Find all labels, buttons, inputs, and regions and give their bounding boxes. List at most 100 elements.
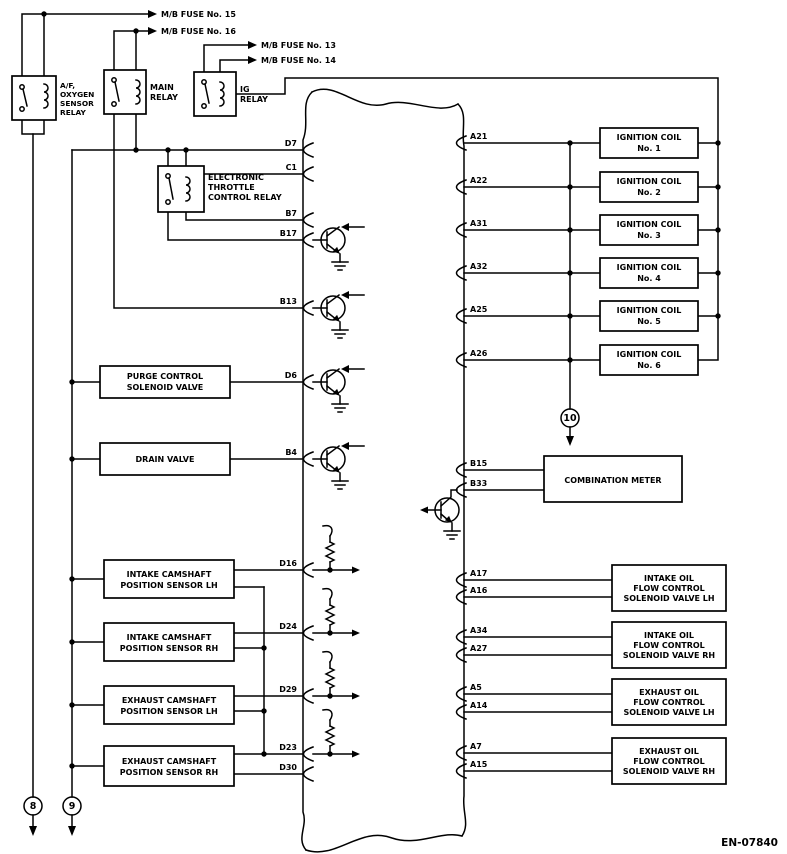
- svg-text:EXHAUST CAMSHAFT: EXHAUST CAMSHAFT: [122, 757, 217, 766]
- connector-ref-8: 8: [23, 796, 43, 836]
- intake-oil-flow-control-solenoid-valve-rh: INTAKE OIL FLOW CONTROL SOLENOID VALVE R…: [611, 621, 727, 669]
- svg-text:IG: IG: [240, 85, 250, 94]
- svg-text:B17: B17: [280, 229, 297, 238]
- pin-a26: A26: [455, 349, 488, 368]
- svg-text:SOLENOID VALVE RH: SOLENOID VALVE RH: [623, 767, 715, 776]
- svg-text:CONTROL RELAY: CONTROL RELAY: [208, 193, 282, 202]
- exhaust-oil-flow-control-solenoid-valve-rh: EXHAUST OIL FLOW CONTROL SOLENOID VALVE …: [611, 737, 727, 785]
- pin-b7: B7: [285, 209, 314, 228]
- pin-d24: D24: [279, 622, 314, 641]
- junction-dots: [41, 11, 721, 769]
- pin-b33: B33: [455, 479, 487, 498]
- svg-text:POSITION SENSOR LH: POSITION SENSOR LH: [120, 707, 217, 716]
- svg-text:SOLENOID VALVE: SOLENOID VALVE: [127, 383, 204, 392]
- svg-text:POSITION SENSOR RH: POSITION SENSOR RH: [120, 644, 218, 653]
- ecm-left-pins: D7 C1 B7 B17 B13 D6 B4 D16 D24 D29 D23 D…: [279, 139, 314, 782]
- pullup-resistor-d16: [312, 524, 360, 574]
- svg-text:SOLENOID VALVE LH: SOLENOID VALVE LH: [623, 708, 714, 717]
- transistor-b33: [420, 489, 461, 540]
- svg-text:POSITION SENSOR LH: POSITION SENSOR LH: [120, 581, 217, 590]
- svg-text:INTAKE CAMSHAFT: INTAKE CAMSHAFT: [127, 633, 212, 642]
- svg-text:MAIN: MAIN: [150, 83, 174, 92]
- svg-text:DRAIN VALVE: DRAIN VALVE: [136, 455, 195, 464]
- svg-text:FLOW CONTROL: FLOW CONTROL: [633, 584, 705, 593]
- combination-meter: COMBINATION METER: [543, 455, 683, 503]
- svg-text:SOLENOID VALVE RH: SOLENOID VALVE RH: [623, 651, 715, 660]
- ignition-coil-3: IGNITION COIL No. 3: [599, 214, 699, 246]
- svg-text:B7: B7: [285, 209, 297, 218]
- electronic-throttle-control-relay: ELECTRONIC THROTTLE CONTROL RELAY: [157, 165, 282, 213]
- svg-text:THROTTLE: THROTTLE: [208, 183, 255, 192]
- fuse-16-label: M/B FUSE No. 16: [161, 27, 236, 36]
- svg-text:A7: A7: [470, 742, 482, 751]
- fuse-feed-13: M/B FUSE No. 13: [248, 41, 336, 50]
- svg-text:FLOW CONTROL: FLOW CONTROL: [633, 757, 705, 766]
- pin-a7: A7: [455, 742, 482, 761]
- pin-a14: A14: [455, 701, 488, 720]
- svg-text:A5: A5: [470, 683, 482, 692]
- svg-text:SOLENOID VALVE LH: SOLENOID VALVE LH: [623, 594, 714, 603]
- connector-ref-9: 9: [62, 796, 82, 836]
- svg-text:A16: A16: [470, 586, 488, 595]
- pin-d30: D30: [279, 763, 314, 782]
- ig-relay: IG RELAY: [193, 71, 268, 117]
- svg-text:POSITION SENSOR RH: POSITION SENSOR RH: [120, 768, 218, 777]
- exhaust-camshaft-position-sensor-lh: EXHAUST CAMSHAFT POSITION SENSOR LH: [103, 685, 235, 725]
- ignition-coil-1: IGNITION COIL No. 1: [599, 127, 699, 159]
- fuse-feed-15: M/B FUSE No. 15: [148, 10, 236, 19]
- svg-text:FLOW CONTROL: FLOW CONTROL: [633, 698, 705, 707]
- transistor-b13: [312, 291, 365, 339]
- svg-text:8: 8: [30, 801, 37, 812]
- svg-text:B4: B4: [285, 448, 297, 457]
- svg-text:IGNITION COIL: IGNITION COIL: [617, 350, 682, 359]
- svg-text:D6: D6: [285, 371, 298, 380]
- svg-text:A27: A27: [470, 644, 487, 653]
- svg-text:IGNITION COIL: IGNITION COIL: [617, 263, 682, 272]
- svg-text:EXHAUST CAMSHAFT: EXHAUST CAMSHAFT: [122, 696, 217, 705]
- svg-text:10: 10: [563, 413, 577, 424]
- svg-text:9: 9: [69, 801, 76, 812]
- svg-text:B15: B15: [470, 459, 488, 468]
- pin-b15: B15: [455, 459, 488, 478]
- svg-text:D16: D16: [279, 559, 297, 568]
- diagram-code: EN-07840: [721, 837, 778, 849]
- svg-text:RELAY: RELAY: [150, 93, 178, 102]
- pin-a27: A27: [455, 644, 487, 663]
- svg-text:IGNITION COIL: IGNITION COIL: [617, 220, 682, 229]
- svg-text:RELAY: RELAY: [60, 108, 86, 117]
- svg-text:A26: A26: [470, 349, 488, 358]
- intake-camshaft-position-sensor-lh: INTAKE CAMSHAFT POSITION SENSOR LH: [103, 559, 235, 599]
- svg-text:B13: B13: [280, 297, 297, 306]
- svg-text:IGNITION COIL: IGNITION COIL: [617, 177, 682, 186]
- pin-a25: A25: [455, 305, 488, 324]
- exhaust-camshaft-position-sensor-rh: EXHAUST CAMSHAFT POSITION SENSOR RH: [103, 745, 235, 787]
- svg-text:No. 5: No. 5: [637, 317, 661, 326]
- pin-a32: A32: [455, 262, 487, 281]
- svg-text:A31: A31: [470, 219, 488, 228]
- fuse-13-label: M/B FUSE No. 13: [261, 41, 336, 50]
- svg-text:A25: A25: [470, 305, 488, 314]
- svg-text:FLOW CONTROL: FLOW CONTROL: [633, 641, 705, 650]
- svg-text:D24: D24: [279, 622, 297, 631]
- pin-c1: C1: [286, 163, 314, 182]
- intake-camshaft-position-sensor-rh: INTAKE CAMSHAFT POSITION SENSOR RH: [103, 622, 235, 662]
- wiring: [21, 13, 719, 798]
- transistor-d6: [312, 365, 365, 413]
- ignition-coil-5: IGNITION COIL No. 5: [599, 300, 699, 332]
- pin-a5: A5: [455, 683, 482, 702]
- pin-b4: B4: [285, 448, 314, 467]
- pin-a16: A16: [455, 586, 488, 605]
- svg-text:B33: B33: [470, 479, 487, 488]
- ecm-connector-outline: [301, 88, 467, 853]
- pullup-resistor-d23: [312, 708, 360, 758]
- svg-text:A22: A22: [470, 176, 487, 185]
- svg-text:INTAKE CAMSHAFT: INTAKE CAMSHAFT: [127, 570, 212, 579]
- svg-text:EXHAUST OIL: EXHAUST OIL: [639, 747, 699, 756]
- pin-b13: B13: [280, 297, 314, 316]
- pullup-resistor-d24: [312, 587, 360, 637]
- pin-a34: A34: [455, 626, 488, 645]
- svg-text:D29: D29: [279, 685, 297, 694]
- svg-text:A17: A17: [470, 569, 487, 578]
- ecm-internal-circuits: [312, 223, 461, 758]
